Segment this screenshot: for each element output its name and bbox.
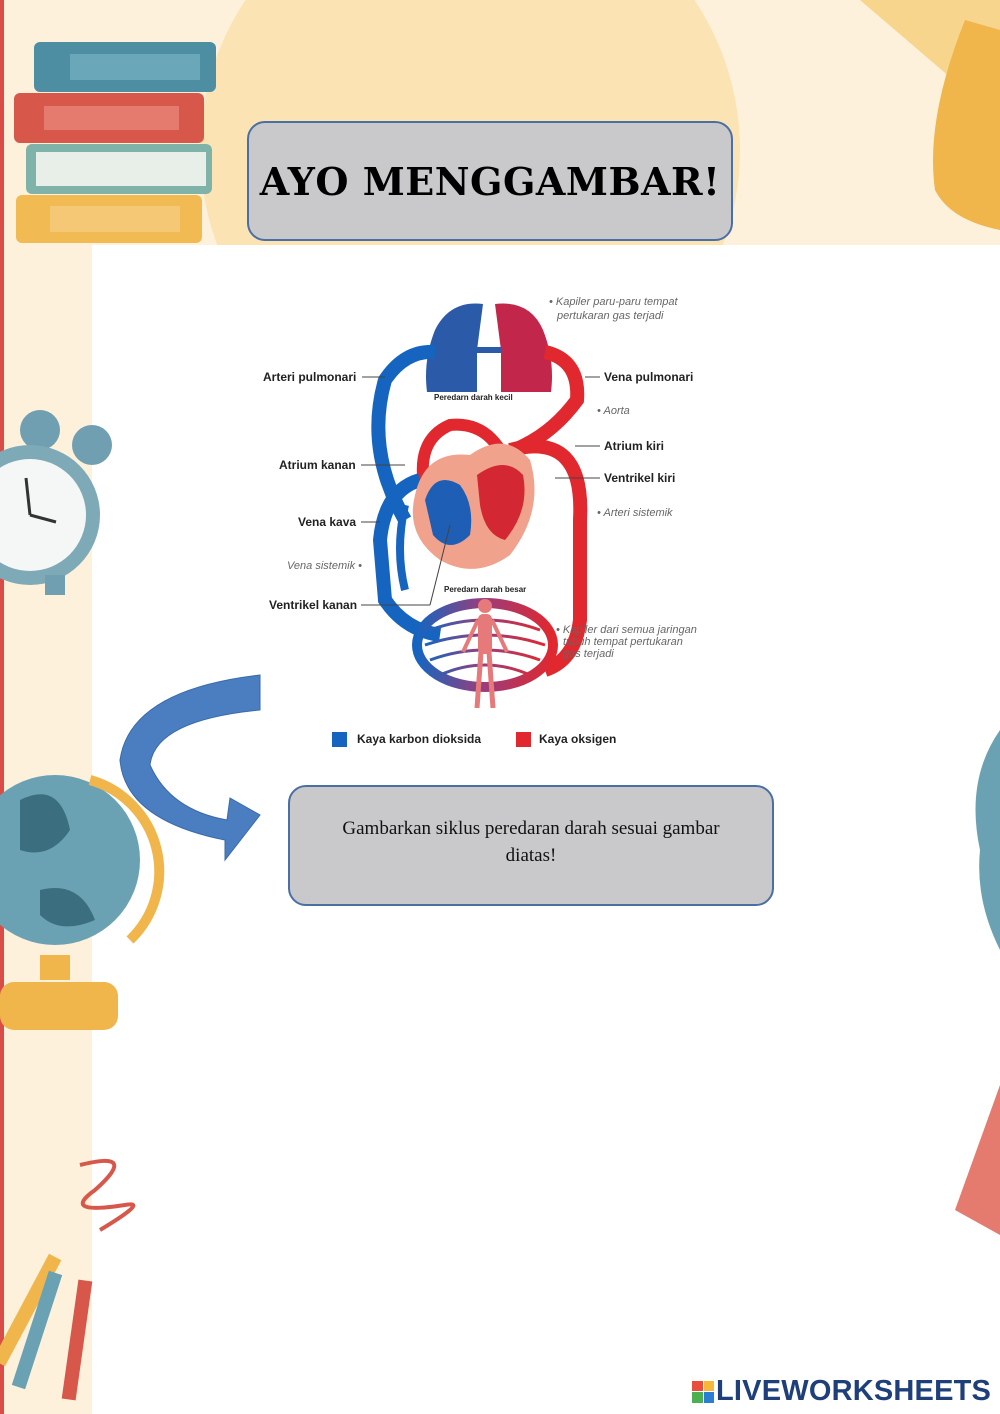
label-vena-kava: Vena kava: [298, 515, 356, 529]
label-kapiler-jaringan-1: • Kapiler dari semua jaringan: [556, 624, 697, 636]
label-vena-sistemik: Vena sistemik •: [287, 560, 362, 572]
label-kapiler-jaringan-3: gas terjadi: [563, 648, 614, 660]
label-peredaran-besar: Peredarn darah besar: [444, 585, 526, 594]
legend-swatch-co2: [332, 732, 347, 747]
label-kapiler-paru: • Kapiler paru-paru tempat: [549, 296, 678, 308]
right-lung: [495, 304, 552, 392]
label-ventrikel-kiri: Ventrikel kiri: [604, 471, 675, 485]
label-ventrikel-kanan: Ventrikel kanan: [269, 598, 357, 612]
legend-label-o2: Kaya oksigen: [539, 732, 616, 746]
brand-name: LIVEWORKSHEETS: [716, 1375, 991, 1408]
liveworksheets-logo-icon: [692, 1381, 714, 1403]
legend-swatch-o2: [516, 732, 531, 747]
label-kapiler-jaringan-2: tubuh tempat pertukaran: [563, 636, 683, 648]
curved-arrow-icon: [110, 670, 270, 880]
label-vena-pulmonari: Vena pulmonari: [604, 370, 693, 384]
label-atrium-kiri: Atrium kiri: [604, 439, 664, 453]
label-atrium-kanan: Atrium kanan: [279, 458, 356, 472]
blood-circulation-diagram: [255, 290, 715, 720]
page-title: AYO MENGGAMBAR!: [260, 159, 721, 204]
label-aorta: • Aorta: [597, 405, 630, 417]
instruction-box: Gambarkan siklus peredaran darah sesuai …: [288, 785, 774, 906]
brand-logo: LIVEWORKSHEETS: [692, 1375, 991, 1408]
legend-label-co2: Kaya karbon dioksida: [357, 732, 481, 746]
label-arteri-sistemik: • Arteri sistemik: [597, 507, 673, 519]
label-peredaran-kecil: Peredarn darah kecil: [434, 393, 513, 402]
label-arteri-pulmonari: Arteri pulmonari: [263, 370, 356, 384]
instruction-text: Gambarkan siklus peredaran darah sesuai …: [342, 818, 719, 866]
label-kapiler-paru-2: pertukaran gas terjadi: [557, 310, 663, 322]
title-box: AYO MENGGAMBAR!: [247, 121, 733, 241]
books-icon: [14, 42, 216, 243]
